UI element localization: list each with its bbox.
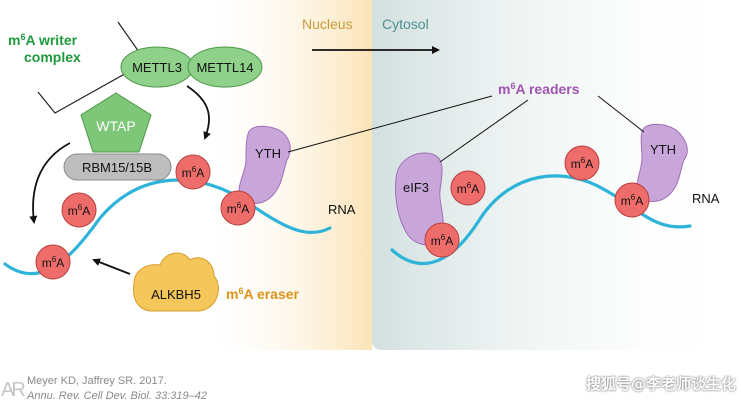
m6a-mark-nucleus-a: m6A bbox=[175, 154, 211, 190]
svg-text:m6A: m6A bbox=[182, 165, 204, 180]
writer-complex-title-line2: complex bbox=[24, 49, 81, 65]
yth-reader-cytosol bbox=[636, 123, 688, 202]
svg-text:AR: AR bbox=[1, 379, 25, 401]
writer-to-rna-arrow bbox=[29, 142, 71, 224]
svg-text:m6A: m6A bbox=[457, 181, 479, 196]
methylation-arrow bbox=[186, 85, 211, 140]
m6a-mark-nucleus-yth: m6A bbox=[220, 190, 256, 226]
rbm15-label: RBM15/15B bbox=[82, 160, 152, 175]
m6a-mark-cytosol-a: m6A bbox=[450, 170, 486, 206]
eif3-reader bbox=[395, 152, 444, 246]
wtap-label: WTAP bbox=[96, 118, 135, 134]
yth-reader-nucleus bbox=[238, 125, 291, 204]
svg-text:m6A: m6A bbox=[227, 201, 249, 216]
nucleus-label: Nucleus bbox=[302, 16, 353, 32]
svg-text:m6A: m6A bbox=[42, 255, 64, 270]
watermark: 搜狐号@李老师谈生化 bbox=[586, 375, 737, 393]
writer-complex-bracket bbox=[37, 21, 147, 114]
rna-label-cytosol: RNA bbox=[692, 191, 720, 206]
mettl14-label: METTL14 bbox=[196, 60, 253, 75]
rna-strand-cytosol bbox=[390, 174, 692, 266]
svg-text:m6A: m6A bbox=[68, 203, 90, 218]
readers-title: m6A readers bbox=[498, 81, 580, 97]
rna-label-nucleus: RNA bbox=[328, 202, 356, 217]
yth-label-cytosol: YTH bbox=[650, 142, 676, 157]
m6a-mark-cytosol-yth: m6A bbox=[614, 182, 650, 218]
svg-text:m6A: m6A bbox=[621, 193, 643, 208]
writer-complex-title-line1: m6A writer bbox=[8, 32, 78, 48]
mettl3-label: METTL3 bbox=[132, 60, 182, 75]
wtap-protein bbox=[80, 92, 152, 153]
reader-pointer-yth-cytosol bbox=[597, 95, 645, 133]
m6a-mark-nucleus-erased: m6A bbox=[35, 244, 71, 280]
svg-text:m6A: m6A bbox=[571, 156, 593, 171]
eraser-title: m6A eraser bbox=[226, 286, 300, 302]
eif3-label: eIF3 bbox=[403, 180, 429, 195]
alkbh5-label: ALKBH5 bbox=[151, 287, 201, 302]
annual-reviews-logo: AR bbox=[1, 379, 28, 401]
m6a-mark-cytosol-b: m6A bbox=[564, 145, 600, 181]
yth-label-nucleus: YTH bbox=[255, 146, 281, 161]
m6a-mark-cytosol-eif3: m6A bbox=[424, 222, 460, 258]
m6a-mark-nucleus-b: m6A bbox=[61, 192, 97, 228]
cytosol-label: Cytosol bbox=[382, 16, 429, 32]
svg-text:m6A: m6A bbox=[431, 233, 453, 248]
mettl14-protein bbox=[187, 46, 263, 88]
demethylation-arrow bbox=[92, 258, 131, 275]
reader-pointer-eif3 bbox=[439, 99, 529, 163]
citation-line1: Meyer KD, Jaffrey SR. 2017. bbox=[27, 375, 167, 387]
rbm15-protein bbox=[63, 153, 172, 181]
reader-pointer-yth-nucleus bbox=[287, 95, 493, 153]
citation-line2: Annu. Rev. Cell Dev. Biol. 33:319–42 bbox=[26, 390, 207, 402]
alkbh5-protein bbox=[133, 252, 219, 312]
